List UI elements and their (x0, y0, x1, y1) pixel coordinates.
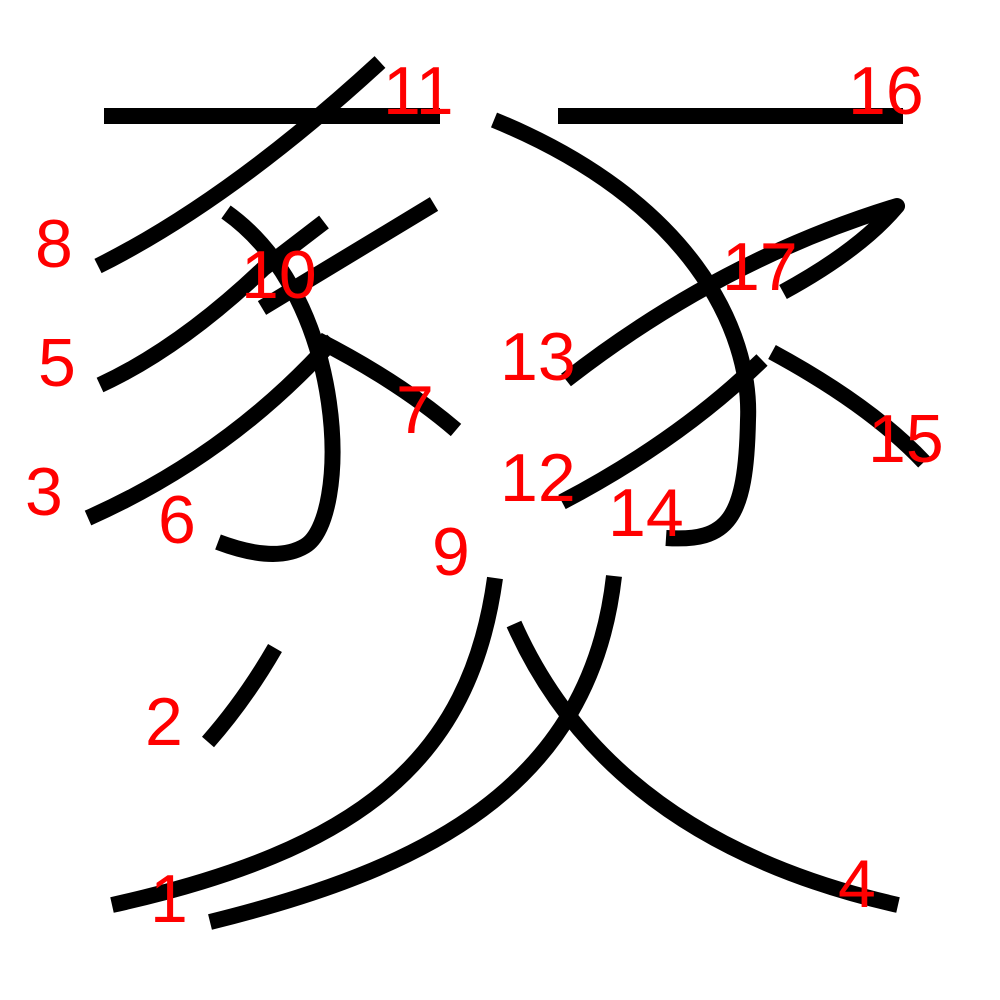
stroke-number-13: 13 (500, 319, 576, 395)
stroke-10 (257, 197, 439, 315)
stroke-4 (506, 620, 900, 913)
stroke-number-17: 17 (722, 229, 798, 305)
stroke-number-16: 16 (848, 53, 924, 129)
stroke-number-2: 2 (145, 684, 183, 760)
stroke-number-4: 4 (838, 846, 876, 922)
stroke-3 (84, 334, 339, 526)
stroke-number-5: 5 (38, 325, 76, 401)
stroke-number-11: 11 (383, 53, 454, 129)
stroke-number-9: 9 (432, 514, 470, 590)
stroke-number-12: 12 (500, 440, 576, 516)
stroke-number-15: 15 (868, 401, 944, 477)
stroke-number-3: 3 (25, 454, 63, 530)
stroke-number-14: 14 (608, 475, 684, 551)
stroke-1 (110, 576, 503, 913)
stroke-2 (201, 644, 282, 748)
stroke-5 (96, 215, 329, 393)
stroke-number-10: 10 (241, 237, 317, 313)
stroke-9 (208, 575, 622, 930)
stroke-7 (314, 332, 462, 437)
stroke-number-6: 6 (158, 482, 196, 558)
stroke-13 (561, 198, 905, 387)
stroke-number-7: 7 (396, 372, 434, 448)
stroke-number-8: 8 (35, 206, 73, 282)
stroke-15 (768, 344, 930, 468)
stroke-14 (490, 112, 757, 547)
stroke-number-1: 1 (150, 861, 188, 937)
stroke-8 (94, 56, 386, 274)
